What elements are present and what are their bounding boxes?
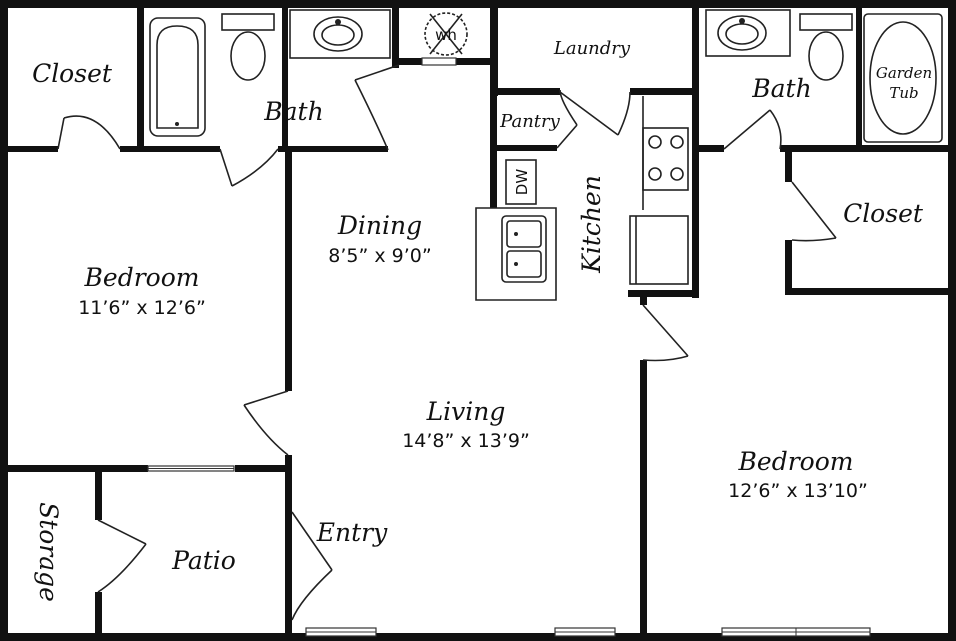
pantry-label: Pantry [499,111,560,132]
windows [147,57,871,637]
storage-label: Storage [34,502,63,602]
dishwasher [505,159,537,205]
bedroom-right-dims: 12’6” x 13’10” [728,480,868,502]
kitchen-sink [501,215,547,283]
garden-tub-outline [863,13,943,143]
bedroom-right-label: Bedroom [738,447,854,476]
toilet-tank-right [799,13,853,31]
garden-tub-label-2: Tub [889,84,918,102]
bath-left-label: Bath [263,97,323,126]
living-label: Living [426,397,506,426]
entry-label: Entry [316,518,388,547]
closet-left-label: Closet [32,59,113,88]
doors [57,64,837,621]
toilet-bowl-right [808,31,844,81]
refrigerator [629,215,689,285]
kitchen-fixtures: DW [475,96,689,301]
left-bath-fixtures [149,9,391,137]
living-dims: 14’8” x 13’9” [402,430,530,452]
water-heater: wh [424,12,468,56]
laundry-label: Laundry [553,38,631,59]
bathtub [149,17,206,137]
toilet-tank [221,13,275,31]
water-heater-label: wh [435,26,457,44]
dining-dims: 8’5” x 9’0” [328,245,431,267]
labels: Closet Bath Laundry Pantry Bath Garden T… [32,38,932,602]
kitchen-label: Kitchen [577,175,606,274]
closet-right-label: Closet [843,199,924,228]
dining-label: Dining [337,211,422,240]
bath-right-label: Bath [751,74,811,103]
bedroom-left-dims: 11’6” x 12’6” [78,297,206,319]
dishwasher-label: DW [513,169,531,196]
right-bath-fixtures [705,9,943,143]
bedroom-left-label: Bedroom [84,263,200,292]
toilet-bowl [230,31,266,81]
patio-label: Patio [171,546,236,575]
garden-tub-label-1: Garden [876,64,932,82]
